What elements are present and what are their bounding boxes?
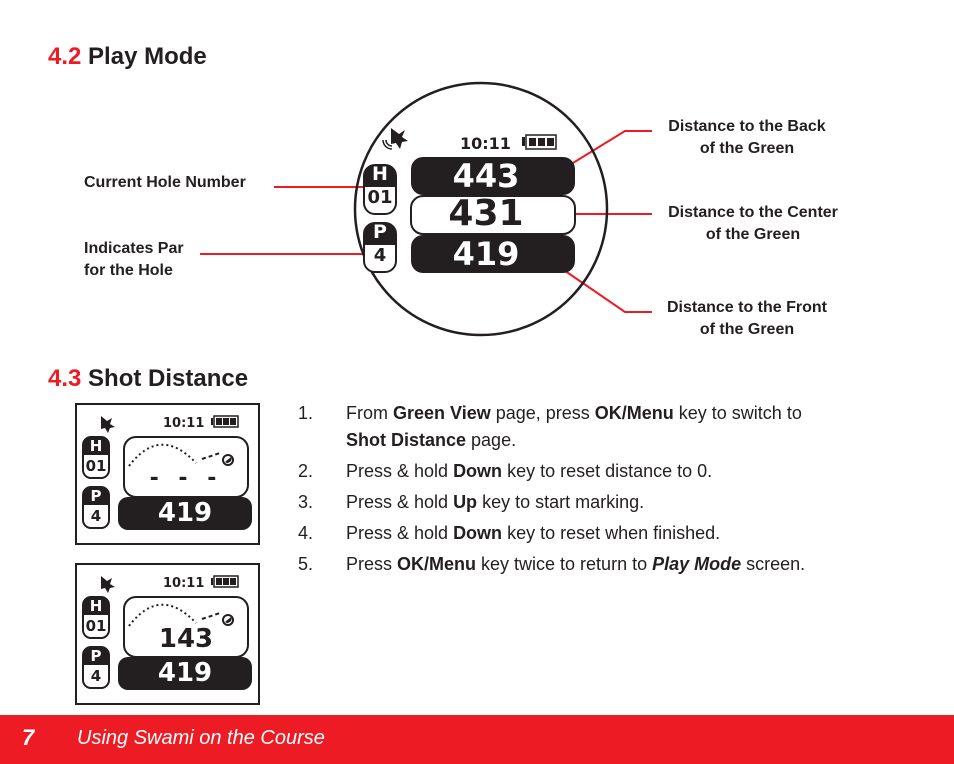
callout-center: Distance to the Center of the Green (652, 202, 854, 246)
step-2: 2. Press & hold Down key to reset distan… (298, 458, 918, 485)
callout-par-line2: for the Hole (84, 262, 173, 279)
instruction-steps: 1. From Green View page, press OK/Menu k… (298, 400, 918, 582)
callout-back-line2: of the Green (699, 140, 795, 157)
step-bold: Down (453, 461, 503, 481)
center-distance: 431 (448, 193, 524, 234)
par-label: P (373, 221, 387, 243)
par-label: P (90, 647, 102, 665)
callout-front: Distance to the Front of the Green (652, 297, 842, 341)
front-distance: 419 (452, 235, 520, 273)
par-label: P (90, 487, 102, 505)
svg-text:10:11: 10:11 (163, 576, 204, 591)
step-1: 1. From Green View page, press OK/Menu k… (298, 400, 918, 454)
step-text: Press & hold (346, 461, 454, 481)
step-number: 3. (298, 492, 314, 512)
footer-title: Using Swami on the Course (77, 727, 325, 749)
step-text: Press & hold (346, 492, 454, 512)
shot-screen-2: 10:11 (75, 563, 260, 705)
step-text: page. (466, 430, 517, 450)
callout-back-line1: Distance to the Back (668, 118, 826, 135)
shot-distance: 143 (158, 624, 214, 654)
callout-center-line1: Distance to the Center (668, 204, 838, 221)
shot-screen-1: 10:11 (75, 403, 260, 545)
hole-label: H (372, 163, 388, 185)
par-value: 4 (373, 245, 387, 266)
step-text: Press (346, 554, 398, 574)
step-number: 2. (298, 461, 314, 481)
step-3: 3. Press & hold Up key to start marking. (298, 489, 918, 516)
back-distance-bar (411, 157, 575, 195)
step-text: screen. (741, 554, 806, 574)
step-text: key to reset distance to 0. (502, 461, 713, 481)
step-bold-italic: Play Mode (652, 554, 742, 574)
step-bold: Shot Distance (346, 430, 467, 450)
golfer-gps-icon (382, 128, 408, 150)
golfer-gps-icon (101, 416, 115, 433)
page-footer: 7 Using Swami on the Course (0, 715, 954, 764)
battery-icon (522, 134, 557, 150)
step-bold: OK/Menu (594, 403, 674, 423)
callout-back: Distance to the Back of the Green (652, 116, 842, 160)
callout-center-line2: of the Green (705, 226, 801, 243)
callout-par-line1: Indicates Par (84, 240, 184, 257)
hole-label: H (89, 437, 103, 455)
callout-front-line2: of the Green (699, 321, 795, 338)
section-number: 4.3 (48, 365, 82, 392)
front-distance: 419 (157, 498, 213, 528)
back-distance: 443 (452, 157, 520, 195)
golfer-gps-icon (101, 576, 115, 593)
step-4: 4. Press & hold Down key to reset when f… (298, 520, 918, 547)
battery-icon (213, 415, 239, 428)
step-5: 5. Press OK/Menu key twice to return to … (298, 551, 918, 578)
page-number: 7 (22, 725, 35, 750)
center-distance-bar (410, 195, 576, 235)
par-value: 4 (90, 507, 102, 525)
step-text: From (346, 403, 393, 423)
step-text: page, press (490, 403, 595, 423)
watch-bezel (353, 81, 609, 337)
callout-front-line1: Distance to the Front (666, 299, 827, 316)
step-number: 5. (298, 554, 314, 574)
section-title-text: Shot Distance (88, 365, 249, 392)
step-text: key twice to return to (476, 554, 653, 574)
step-text: key to reset when finished. (502, 523, 721, 543)
step-text: key to switch to (673, 403, 802, 423)
hole-number: 01 (367, 187, 393, 208)
hole-label: H (89, 597, 103, 615)
section-title-shot-distance: 4.3 Shot Distance (48, 365, 248, 393)
hole-number: 01 (85, 457, 107, 475)
front-distance-bar (411, 235, 575, 273)
battery-icon (213, 575, 239, 588)
step-bold: Green View (393, 403, 491, 423)
svg-text:10:11: 10:11 (163, 416, 204, 431)
section-number: 4.2 (48, 43, 82, 70)
step-bold: Up (453, 492, 478, 512)
section-title-text: Play Mode (88, 43, 207, 70)
step-text: key to start marking. (477, 492, 645, 512)
time-text: 10:11 (460, 134, 511, 153)
par-value: 4 (90, 667, 102, 685)
section-title-play-mode: 4.2 Play Mode (48, 43, 207, 71)
step-text: Press & hold (346, 523, 454, 543)
front-distance: 419 (157, 658, 213, 688)
hole-badge (363, 164, 397, 215)
par-badge (363, 222, 397, 273)
step-bold: Down (453, 523, 503, 543)
step-number: 4. (298, 523, 314, 543)
shot-distance: - - - (149, 466, 223, 491)
callout-current-hole: Current Hole Number (84, 174, 246, 191)
hole-number: 01 (85, 617, 107, 635)
step-bold: OK/Menu (397, 554, 477, 574)
step-number: 1. (298, 403, 314, 423)
